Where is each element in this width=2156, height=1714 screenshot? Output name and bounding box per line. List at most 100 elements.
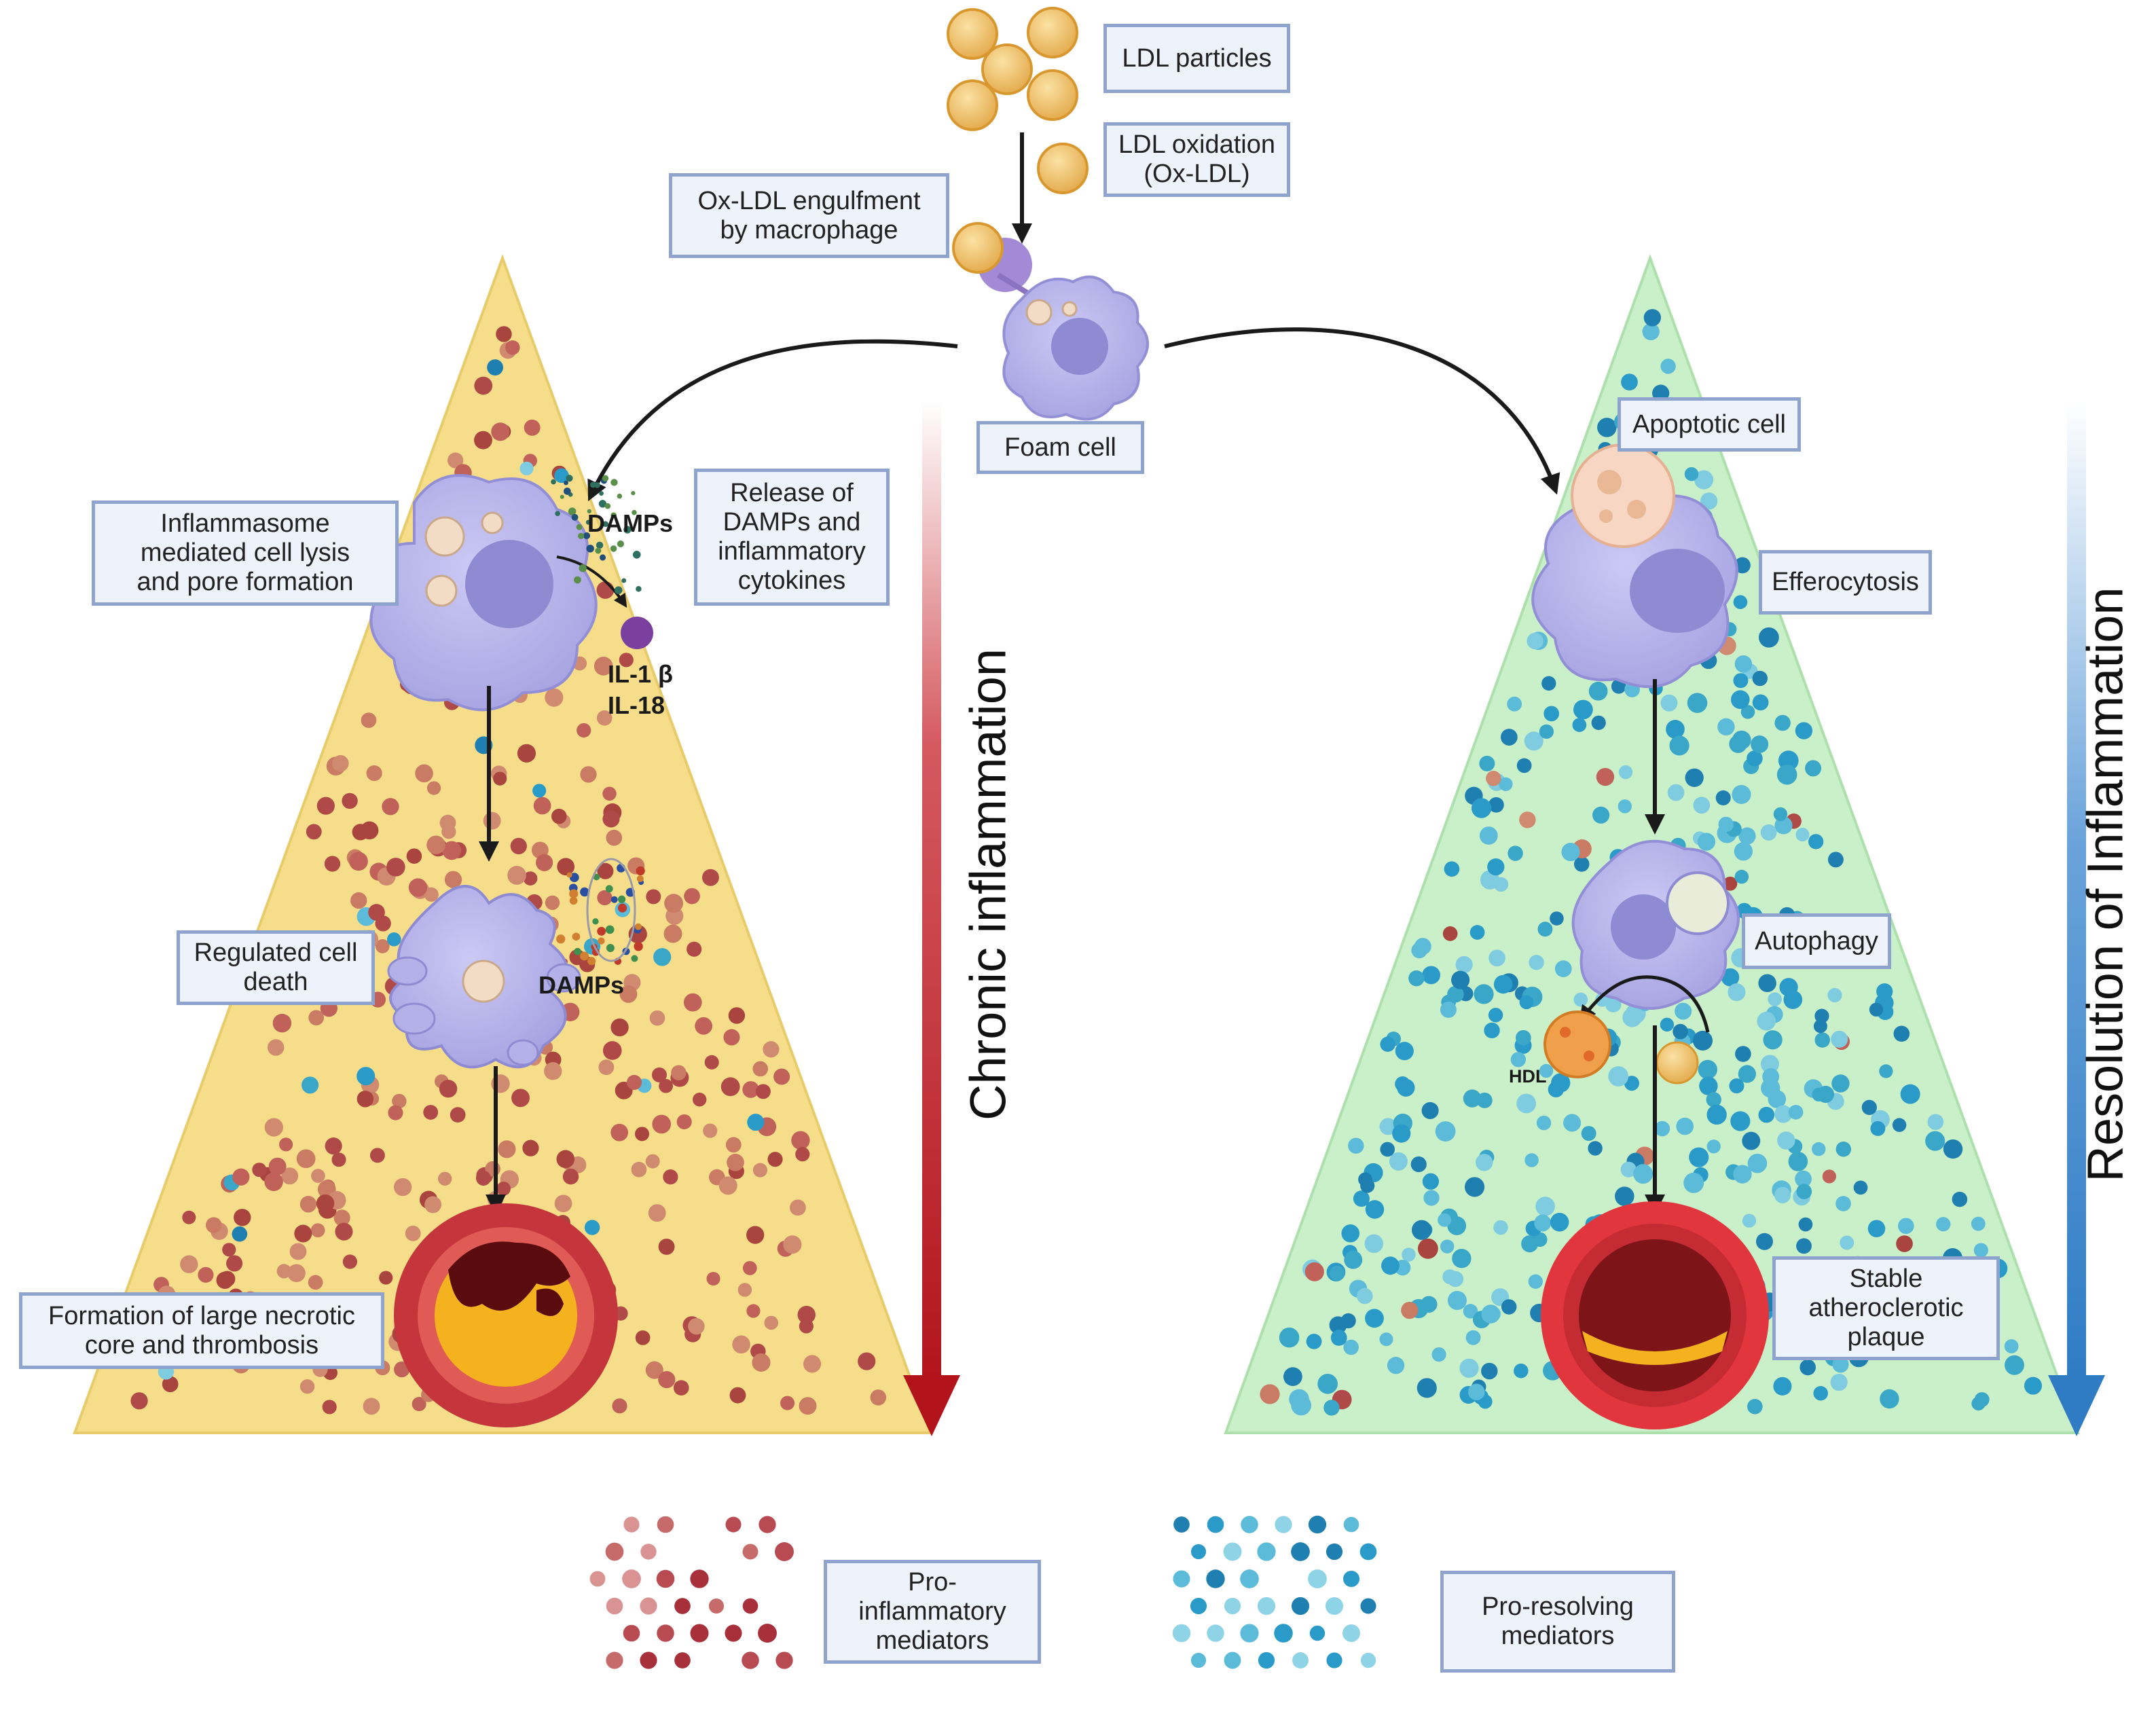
mediator-dot xyxy=(732,1335,750,1354)
mediator-dot xyxy=(357,1091,374,1108)
mediator-dot xyxy=(1861,1099,1877,1115)
legend-dot xyxy=(708,1598,725,1614)
damp-particle xyxy=(623,526,632,534)
mediator-dot xyxy=(1758,1106,1775,1123)
legend-dot xyxy=(1291,1542,1310,1561)
mediator-dot xyxy=(1519,812,1536,828)
mediator-dot xyxy=(626,1074,642,1091)
mediator-dot xyxy=(519,461,534,475)
mediator-dot xyxy=(1463,1304,1478,1319)
legend-dot xyxy=(1360,1598,1376,1614)
damp-particle xyxy=(636,866,645,876)
mediator-dot xyxy=(1747,1153,1768,1173)
legend-dot xyxy=(1206,1569,1225,1588)
mediator-dot xyxy=(544,1062,562,1080)
legend-dot xyxy=(640,1652,657,1669)
mediator-dot xyxy=(1573,699,1593,720)
mediator-dot xyxy=(1422,1173,1440,1190)
legend-dot xyxy=(775,1652,793,1669)
ldl-oxidation-label: LDL oxidation (Ox-LDL) xyxy=(1103,122,1290,197)
mediator-dot xyxy=(1683,1172,1704,1193)
mediator-dot xyxy=(701,869,719,886)
damp-particle xyxy=(610,512,617,519)
mediator-dot xyxy=(610,1018,629,1037)
legend-dot xyxy=(1308,1515,1327,1534)
mediator-dot xyxy=(1853,1180,1868,1195)
mediator-dot xyxy=(1488,949,1505,967)
mediator-dot xyxy=(1521,1235,1539,1253)
mediator-dot xyxy=(602,1041,622,1060)
mediator-dot xyxy=(1693,797,1711,814)
mediator-dot xyxy=(673,1380,689,1396)
mediator-dot xyxy=(1814,1008,1829,1023)
mediator-dot xyxy=(1752,694,1769,711)
mediator-dot xyxy=(1812,1142,1826,1156)
mediator-dot xyxy=(1747,1398,1763,1415)
mediator-dot xyxy=(1591,715,1606,730)
mediator-dot xyxy=(1880,1389,1899,1409)
mediator-dot xyxy=(1799,1359,1816,1376)
mediator-dot xyxy=(1499,777,1513,791)
legend-dot xyxy=(1173,1570,1190,1588)
legend-dot xyxy=(1173,1516,1190,1533)
ldl-particle xyxy=(947,8,998,60)
mediator-dot xyxy=(1762,1068,1780,1085)
mediator-dot xyxy=(1621,373,1638,390)
mediator-dot xyxy=(1435,1121,1456,1142)
mediator-dot xyxy=(1539,724,1554,739)
legend-dot xyxy=(589,1571,606,1587)
mediator-dot xyxy=(1535,1197,1555,1216)
mediator-dot xyxy=(1422,966,1441,985)
mediator-dot xyxy=(1420,1296,1438,1313)
mediator-dot xyxy=(264,1118,283,1137)
mediator-dot xyxy=(746,1226,765,1244)
mediator-dot xyxy=(1654,1120,1670,1137)
mediator-dot xyxy=(1341,1224,1360,1243)
mediator-dot xyxy=(598,1059,615,1076)
mediator-dot xyxy=(441,824,456,839)
mediator-dot xyxy=(1755,1233,1773,1250)
mediator-dot xyxy=(1402,1247,1416,1262)
legend-dot xyxy=(742,1598,759,1614)
mediator-dot xyxy=(602,786,617,801)
damp-particle xyxy=(586,545,594,553)
mediator-dot xyxy=(551,808,567,824)
legend-dot xyxy=(1326,1652,1342,1669)
mediator-dot xyxy=(1971,1396,1986,1411)
mediator-dot xyxy=(1667,784,1685,801)
mediator-dot xyxy=(1693,1030,1713,1051)
mediator-dot xyxy=(1379,1332,1393,1347)
damp-particle xyxy=(604,503,611,509)
mediator-dot xyxy=(1573,992,1588,1007)
mediator-dot xyxy=(789,1199,806,1216)
damp-particle xyxy=(632,509,637,515)
mediator-dot xyxy=(1468,1383,1485,1401)
mediator-dot xyxy=(545,688,564,707)
legend-dot xyxy=(1291,1597,1310,1616)
mediator-dot xyxy=(1832,1356,1849,1373)
mediator-dot xyxy=(1732,784,1751,804)
damps-bottom-text: DAMPs xyxy=(538,971,625,999)
mediator-dot xyxy=(267,1039,285,1056)
legend-dot xyxy=(742,1652,759,1669)
mediator-dot xyxy=(1774,816,1793,835)
mediator-dot xyxy=(1706,1139,1721,1154)
ldl-particle xyxy=(1027,69,1078,121)
mediator-dot xyxy=(333,1209,350,1226)
mediator-dot xyxy=(1735,1046,1751,1062)
mediator-dot xyxy=(382,798,399,816)
mediator-dot xyxy=(1387,1356,1405,1374)
legend-dot xyxy=(640,1544,657,1560)
mediator-dot xyxy=(1344,1250,1363,1269)
mediator-dot xyxy=(510,837,527,855)
mediator-dot xyxy=(1481,1362,1498,1380)
mediator-dot xyxy=(450,1107,466,1123)
legend-dot xyxy=(1360,1652,1376,1669)
mediator-dot xyxy=(1758,974,1776,993)
legend-dot xyxy=(1172,1624,1191,1643)
legend-dot xyxy=(623,1516,640,1533)
legend-dot xyxy=(1274,1624,1293,1643)
damp-particle xyxy=(594,482,600,488)
damp-particle xyxy=(610,896,618,903)
damp-particle xyxy=(574,947,581,955)
